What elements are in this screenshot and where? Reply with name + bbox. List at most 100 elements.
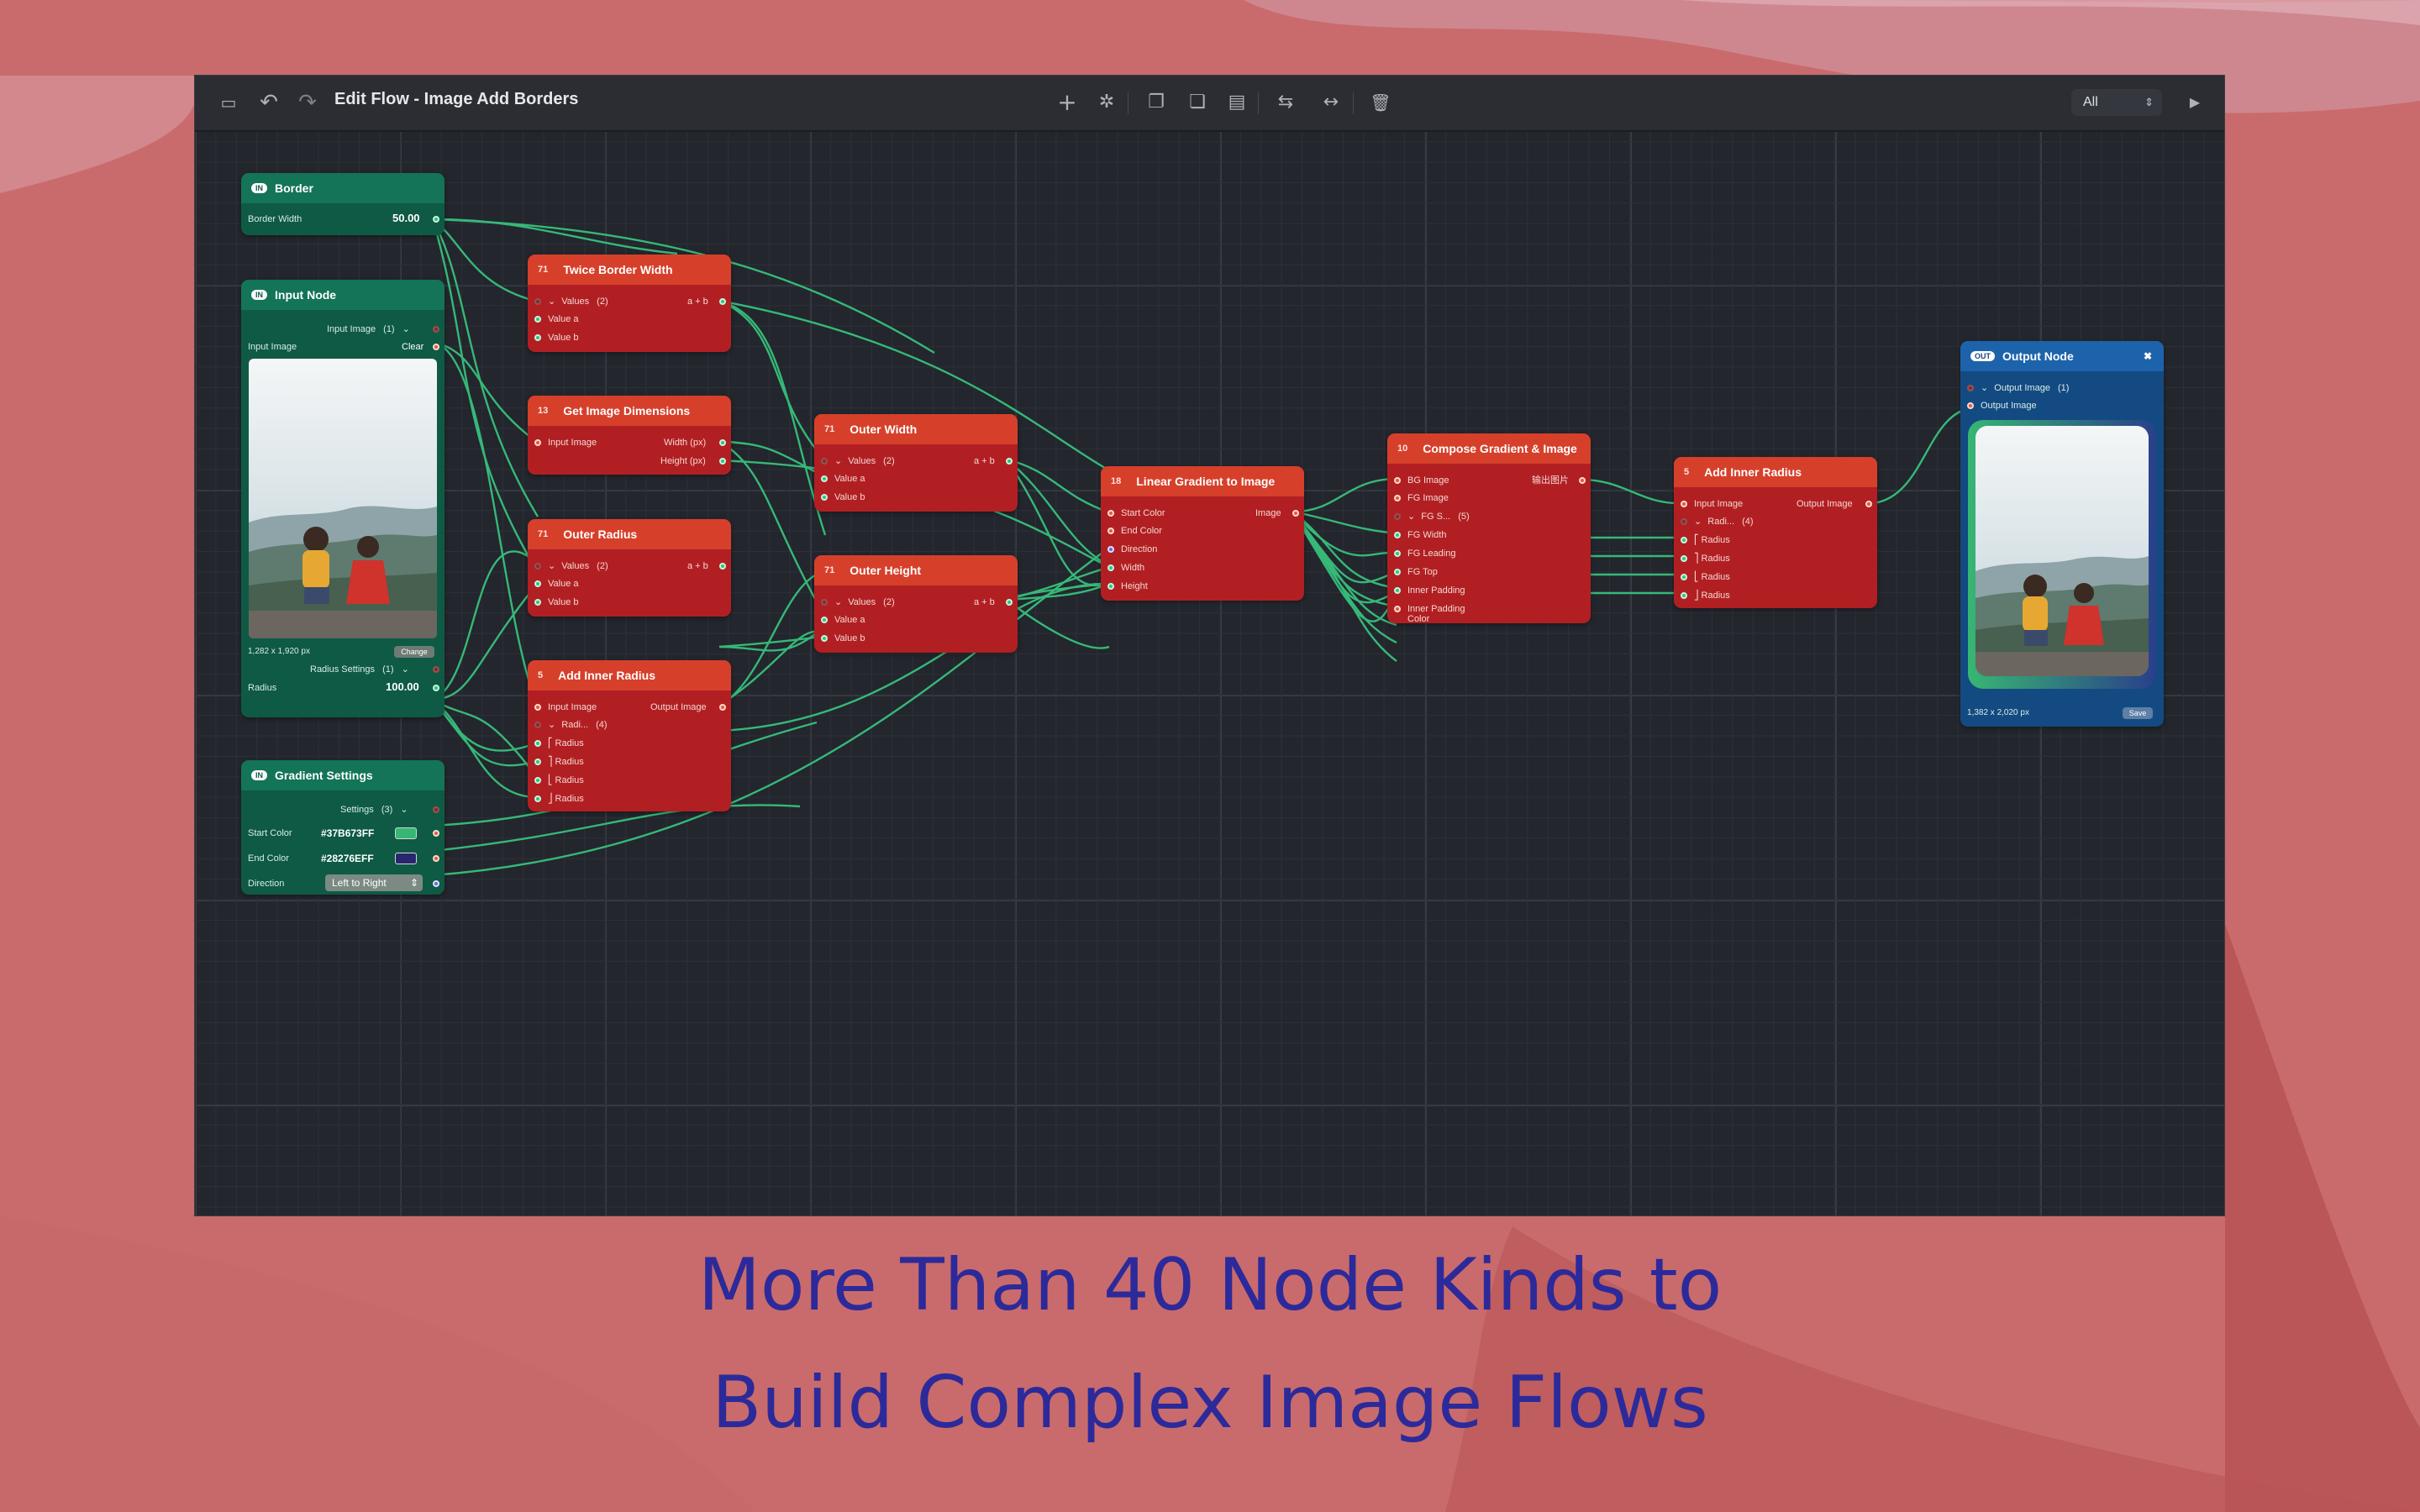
input-port[interactable]: [1107, 583, 1114, 590]
input-port[interactable]: [1681, 501, 1687, 507]
play-icon[interactable]: ▶: [2189, 94, 2201, 110]
output-port[interactable]: [433, 830, 439, 837]
input-port[interactable]: [534, 316, 541, 323]
input-port[interactable]: [534, 334, 541, 341]
output-port[interactable]: [1006, 599, 1013, 606]
input-port[interactable]: [534, 740, 541, 747]
output-port[interactable]: [719, 563, 726, 570]
input-port[interactable]: [821, 635, 828, 642]
change-button[interactable]: Change: [394, 646, 434, 658]
input-port[interactable]: [1394, 477, 1401, 484]
radius-value[interactable]: 100.00: [386, 680, 419, 693]
add-icon[interactable]: +: [1057, 88, 1077, 116]
input-port[interactable]: [1107, 546, 1114, 553]
filter-select[interactable]: All⇕: [2071, 89, 2162, 116]
input-port[interactable]: [1394, 606, 1401, 612]
copy-icon[interactable]: ❐: [1148, 92, 1165, 113]
group-port[interactable]: [821, 599, 828, 606]
input-port[interactable]: [534, 777, 541, 784]
group-port[interactable]: [534, 298, 541, 305]
output-port[interactable]: [719, 704, 726, 711]
start-color-swatch[interactable]: [395, 827, 417, 839]
input-port[interactable]: [1394, 569, 1401, 575]
close-icon[interactable]: ✖: [2143, 350, 2152, 362]
undo-icon[interactable]: ↶: [260, 90, 278, 115]
input-port[interactable]: [534, 795, 541, 802]
expand-icon[interactable]: ↔: [1323, 92, 1339, 113]
input-port[interactable]: [1107, 564, 1114, 571]
input-port[interactable]: [1681, 574, 1687, 580]
group-port[interactable]: [433, 666, 439, 673]
input-port[interactable]: [1681, 555, 1687, 562]
output-port[interactable]: [719, 458, 726, 465]
output-port[interactable]: [1865, 501, 1872, 507]
border-width-value[interactable]: 50.00: [392, 212, 420, 224]
end-color-value[interactable]: #28276EFF: [321, 853, 374, 864]
input-port[interactable]: [1681, 537, 1687, 543]
input-port[interactable]: [1967, 402, 1974, 409]
input-port[interactable]: [1107, 528, 1114, 534]
input-port[interactable]: [534, 759, 541, 765]
output-port[interactable]: [433, 685, 439, 691]
direction-dropdown[interactable]: Left to Right⇕: [325, 874, 423, 891]
end-color-swatch[interactable]: [395, 853, 417, 864]
paste-icon[interactable]: ❏: [1189, 92, 1206, 113]
sidebar-icon[interactable]: ▭: [220, 92, 237, 113]
output-port[interactable]: [719, 439, 726, 446]
save-button[interactable]: Save: [2123, 707, 2153, 719]
group-port[interactable]: [1681, 518, 1687, 525]
output-port[interactable]: [433, 855, 439, 862]
redo-icon[interactable]: ↷: [298, 90, 317, 115]
input-port[interactable]: [821, 475, 828, 482]
input-port[interactable]: [1394, 495, 1401, 501]
input-port[interactable]: [821, 494, 828, 501]
group-port[interactable]: [433, 326, 439, 333]
trash-icon[interactable]: 🗑: [1370, 92, 1392, 113]
output-port[interactable]: [433, 880, 439, 887]
input-port[interactable]: [534, 704, 541, 711]
group-port[interactable]: [1967, 385, 1974, 391]
input-port[interactable]: [1394, 532, 1401, 538]
output-port[interactable]: [1006, 458, 1013, 465]
input-port[interactable]: [534, 580, 541, 587]
input-port[interactable]: [1681, 592, 1687, 599]
output-port[interactable]: [1579, 477, 1586, 484]
input-port[interactable]: [1394, 587, 1401, 594]
magic-icon[interactable]: ✲: [1098, 92, 1115, 113]
clear-button[interactable]: Clear: [402, 342, 424, 352]
swap-icon[interactable]: ⇆: [1277, 92, 1294, 113]
output-port[interactable]: [719, 298, 726, 305]
group-port[interactable]: [534, 563, 541, 570]
start-color-value[interactable]: #37B673FF: [321, 827, 375, 839]
output-port[interactable]: [1292, 510, 1299, 517]
duplicate-icon[interactable]: ▤: [1228, 92, 1246, 113]
group-port[interactable]: [433, 806, 439, 813]
group-port[interactable]: [1394, 513, 1401, 520]
output-port[interactable]: [433, 216, 439, 223]
input-port[interactable]: [534, 439, 541, 446]
group-port[interactable]: [534, 722, 541, 728]
image-output-port[interactable]: [433, 344, 439, 350]
input-port[interactable]: [1394, 550, 1401, 557]
input-port[interactable]: [821, 617, 828, 623]
